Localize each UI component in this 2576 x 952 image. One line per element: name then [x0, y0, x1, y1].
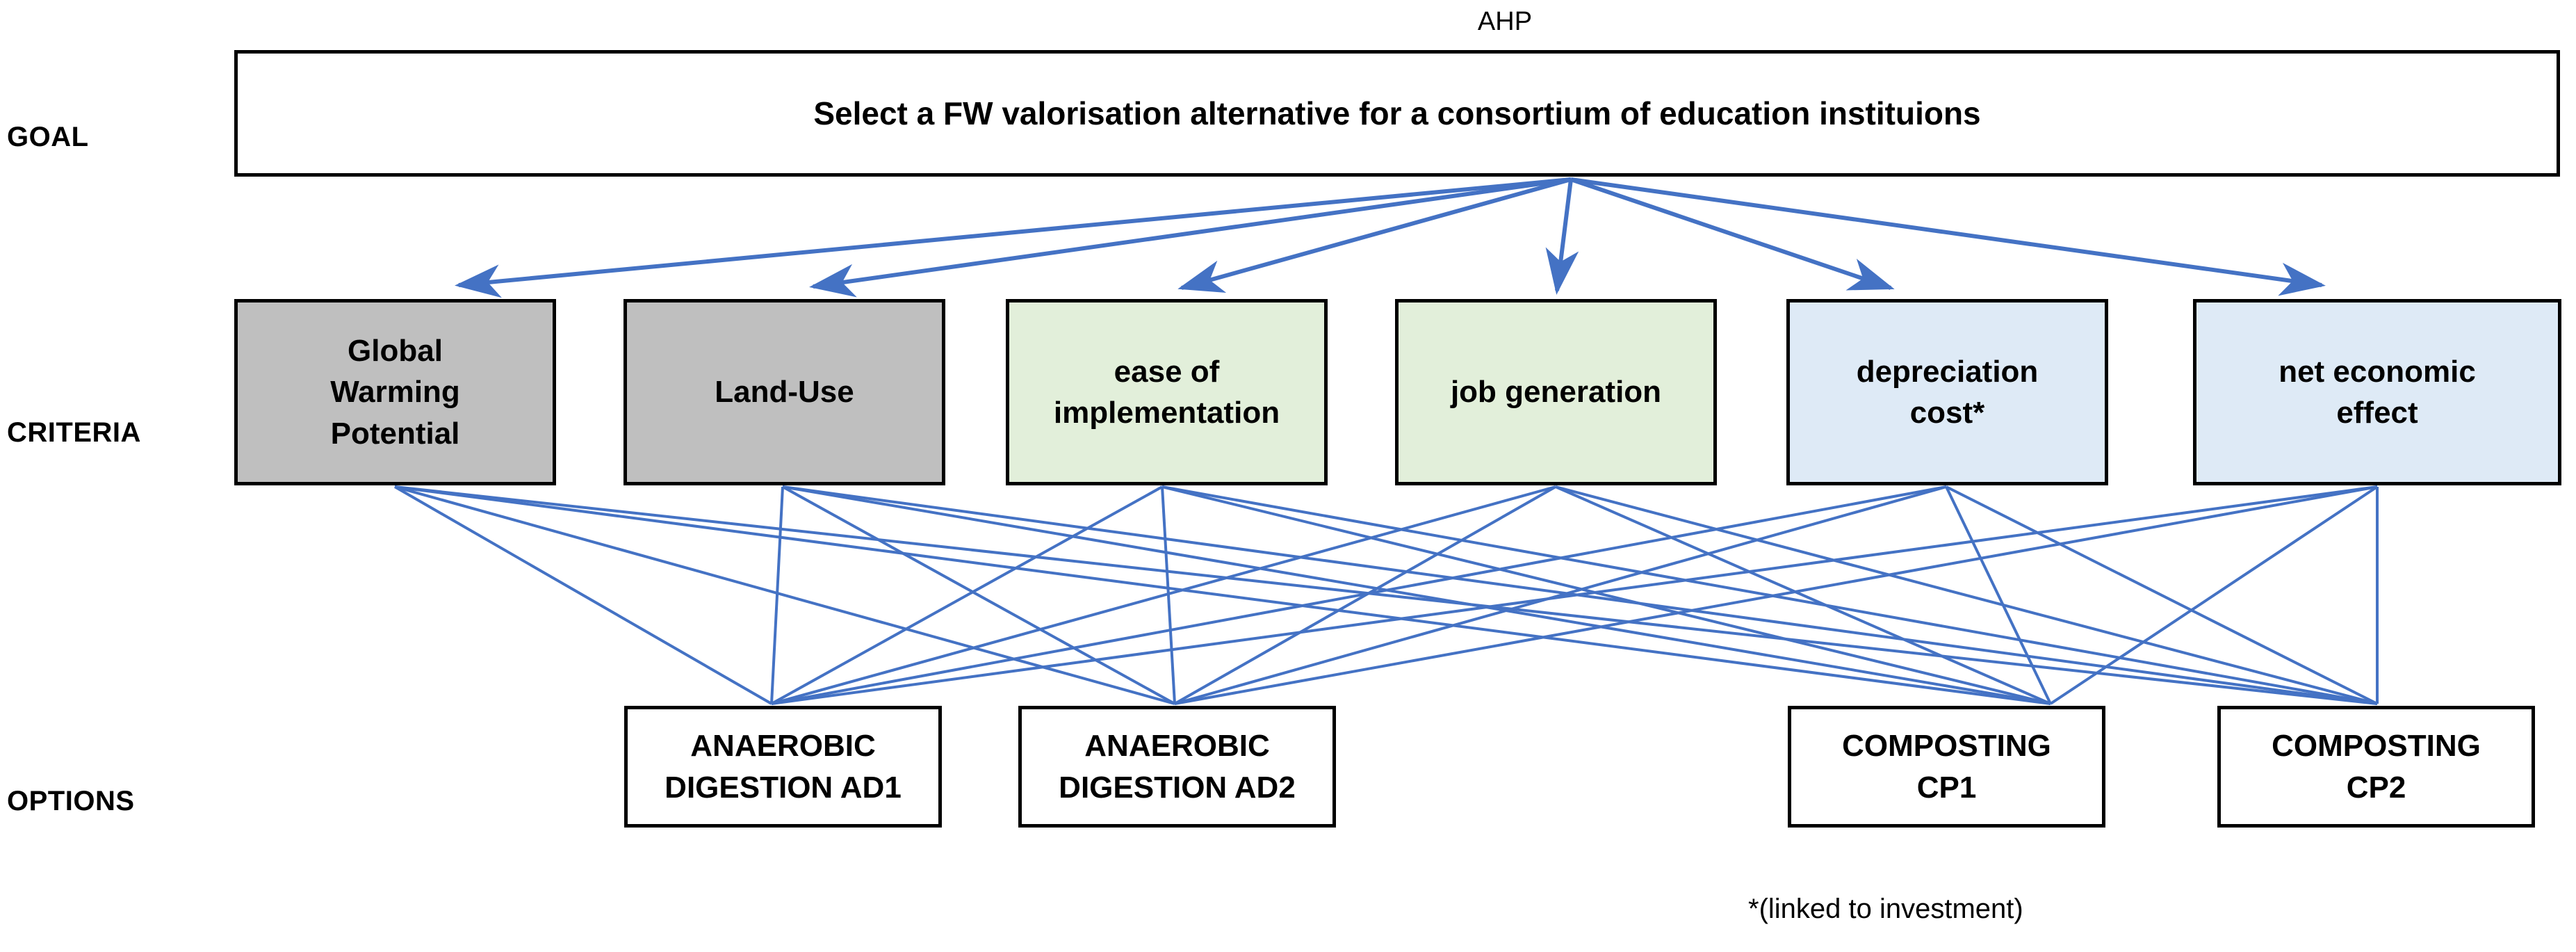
criteria-node-land-use[interactable]: Land-Use [623, 299, 945, 485]
criteria-node-label: job generation [1450, 375, 1662, 410]
criteria-to-options-lines [394, 485, 2379, 705]
criteria-node-label: Land-Use [715, 375, 854, 410]
diagram-title: AHP [1477, 7, 1533, 36]
criteria-node-job-generation[interactable]: job generation [1395, 299, 1717, 485]
goal-to-criteria-arrows [455, 177, 2326, 298]
goal-node[interactable]: Select a FW valorisation alternative for… [234, 50, 2560, 177]
row-label-goal: GOAL [7, 122, 89, 152]
row-label-options: OPTIONS [7, 786, 135, 816]
footnote-linked-to-investment: *(linked to investment) [1748, 894, 2023, 924]
row-label-criteria: CRITERIA [7, 417, 141, 448]
goal-node-label: Select a FW valorisation alternative for… [813, 95, 1981, 131]
